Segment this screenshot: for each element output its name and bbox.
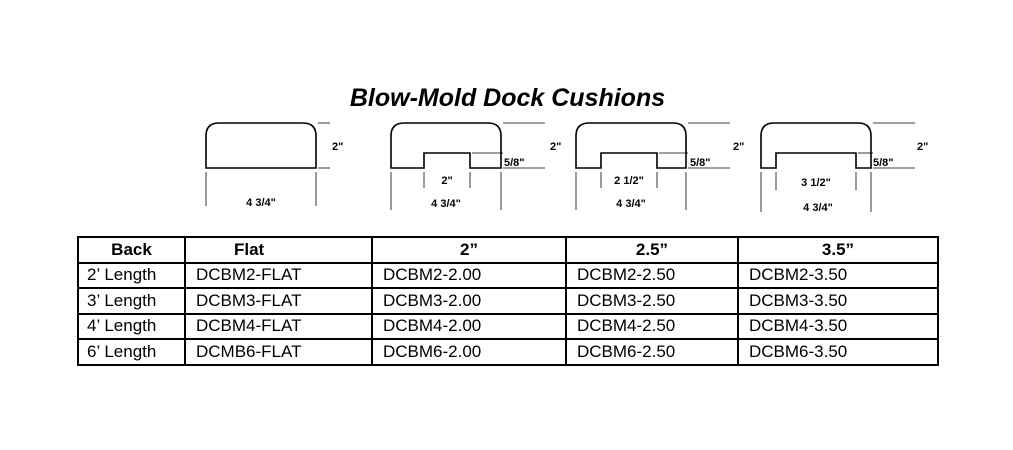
channel-3-5-notch-width-label: 3 1/2" (801, 177, 831, 189)
table-cell: DCMB6-FLAT (184, 338, 373, 366)
table-row: 3’ Length DCBM3-FLAT DCBM3-2.00 DCBM3-2.… (77, 287, 939, 315)
page-title: Blow-Mold Dock Cushions (349, 84, 666, 112)
channel-2-notch-width-label: 2" (441, 175, 452, 187)
table-cell: DCBM3-FLAT (184, 287, 373, 315)
flat-width-label: 4 3/4" (246, 197, 276, 209)
part-number-table: Back Flat 2” 2.5” 3.5” 2’ Length DCBM2-F… (77, 236, 939, 366)
channel-3-5-height-label: 2" (917, 141, 928, 153)
channel-2-5-notch-depth-label: 5/8" (690, 157, 711, 169)
channel-3-5-dimension-lines (760, 122, 915, 212)
channel-3-5-width-label: 4 3/4" (803, 202, 833, 214)
channel-2-profile-outline (390, 122, 502, 169)
header-2-5-inch: 2.5” (565, 236, 739, 264)
channel-2-5-dimension-lines (575, 122, 730, 210)
table-row: 2’ Length DCBM2-FLAT DCBM2-2.00 DCBM2-2.… (77, 261, 939, 289)
channel-2-5-height-label: 2" (733, 141, 744, 153)
table-cell: DCBM6-2.50 (565, 338, 739, 366)
table-cell: 6’ Length (77, 338, 186, 366)
table-cell: DCBM2-FLAT (184, 261, 373, 289)
channel-3-5-notch-depth-label: 5/8" (873, 157, 894, 169)
header-back: Back (77, 236, 186, 264)
channel-2-5-notch-width-label: 2 1/2" (614, 175, 644, 187)
table-cell: DCBM2-2.50 (565, 261, 739, 289)
table-cell: DCBM3-3.50 (737, 287, 939, 315)
channel-2-height-label: 2" (550, 141, 561, 153)
cushion-profile-drawings: 2" 4 3/4" 2" 5/8" 2" 4 3/4" 2" 5/8" 2 1/… (205, 122, 928, 214)
header-flat: Flat (184, 236, 373, 264)
channel-2-dimension-lines (390, 122, 545, 210)
flat-height-label: 2" (332, 141, 343, 153)
table-cell: 2’ Length (77, 261, 186, 289)
channel-2-5-profile-outline (575, 122, 687, 169)
table-cell: DCBM3-2.00 (371, 287, 567, 315)
table-cell: DCBM4-FLAT (184, 312, 373, 340)
table-cell: DCBM4-3.50 (737, 312, 939, 340)
table-row: 4’ Length DCBM4-FLAT DCBM4-2.00 DCBM4-2.… (77, 312, 939, 340)
table-header-row: Back Flat 2” 2.5” 3.5” (77, 236, 939, 264)
table-cell: DCBM3-2.50 (565, 287, 739, 315)
table-cell: DCBM4-2.50 (565, 312, 739, 340)
flat-profile-outline (205, 122, 317, 169)
channel-2-5-width-label: 4 3/4" (616, 198, 646, 210)
flat-dimension-lines (205, 122, 330, 206)
table-cell: DCBM6-2.00 (371, 338, 567, 366)
table-cell: 4’ Length (77, 312, 186, 340)
table-cell: DCBM4-2.00 (371, 312, 567, 340)
table-cell: DCBM6-3.50 (737, 338, 939, 366)
table-cell: DCBM2-3.50 (737, 261, 939, 289)
channel-3-5-profile-outline (760, 122, 872, 169)
header-2-inch: 2” (371, 236, 567, 264)
header-3-5-inch: 3.5” (737, 236, 939, 264)
table-row: 6’ Length DCMB6-FLAT DCBM6-2.00 DCBM6-2.… (77, 338, 939, 366)
channel-2-width-label: 4 3/4" (431, 198, 461, 210)
table-cell: DCBM2-2.00 (371, 261, 567, 289)
table-cell: 3’ Length (77, 287, 186, 315)
channel-2-notch-depth-label: 5/8" (504, 157, 525, 169)
